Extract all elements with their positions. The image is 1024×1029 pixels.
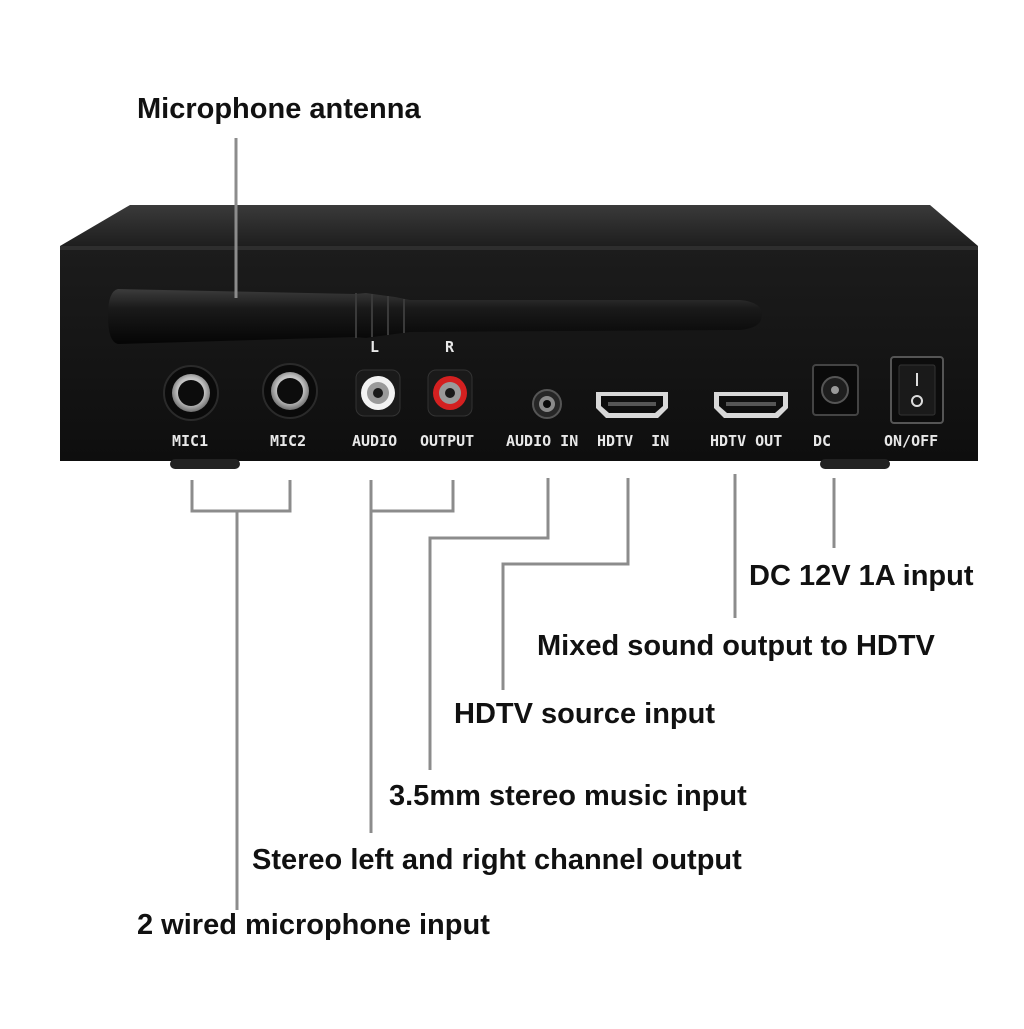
hdtv-out-port (714, 392, 788, 418)
leader-lines (190, 138, 836, 910)
output-label: OUTPUT (420, 432, 474, 450)
callout-hdtv-input: HDTV source input (454, 698, 716, 730)
audio-label: AUDIO (352, 432, 397, 450)
hdtv-out-label: HDTV OUT (710, 432, 782, 450)
callout-dc-input: DC 12V 1A input (749, 560, 974, 592)
rca-left-jack (355, 369, 401, 417)
mic1-jack (163, 365, 219, 421)
device-rear-panel (60, 246, 978, 461)
device-top-panel (60, 205, 978, 246)
mic1-label: MIC1 (172, 432, 208, 450)
hdtv-in-port (596, 392, 668, 418)
hdtv-in-label: HDTV IN (597, 432, 669, 450)
power-switch (890, 356, 944, 424)
dc-label: DC (813, 432, 831, 450)
mic2-jack (262, 363, 318, 419)
right-channel-label: R (445, 338, 455, 356)
left-channel-label: L (370, 338, 379, 356)
leader-hdtv-in (501, 478, 630, 690)
rca-right-jack (427, 369, 473, 417)
microphone-antenna (108, 289, 762, 344)
callout-audio-output: Stereo left and right channel output (252, 844, 742, 876)
leader-mic (190, 480, 292, 910)
foot-right (820, 459, 890, 469)
dc-power-jack (812, 364, 859, 416)
device-rear-panel-edge (60, 246, 978, 250)
leader-audio-in (428, 478, 550, 770)
callout-microphone-antenna: Microphone antenna (137, 93, 421, 125)
foot-left (170, 459, 240, 469)
audio-in-label: AUDIO IN (506, 432, 578, 450)
leader-audio-output (369, 480, 455, 833)
callout-hdtv-output: Mixed sound output to HDTV (537, 630, 935, 662)
audio-in-jack (532, 389, 562, 419)
callout-mic-input: 2 wired microphone input (137, 909, 490, 941)
callout-audio-input: 3.5mm stereo music input (389, 780, 747, 812)
on-off-label: ON/OFF (884, 432, 938, 450)
mic2-label: MIC2 (270, 432, 306, 450)
